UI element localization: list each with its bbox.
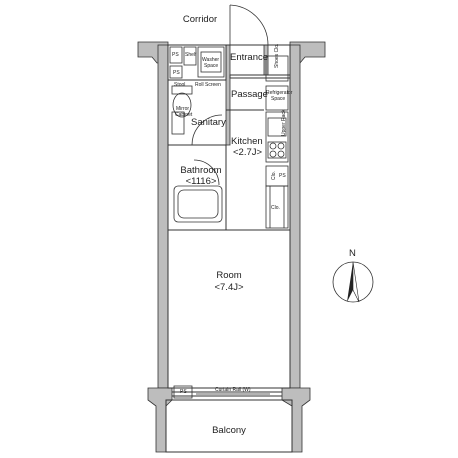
refrigerator-space-label-1: Refrigerator bbox=[266, 90, 293, 96]
stool-label: Stool bbox=[174, 82, 186, 88]
bathroom-size-label: <1116> bbox=[185, 176, 217, 187]
balcony-window bbox=[173, 385, 270, 399]
bathtub bbox=[173, 159, 223, 223]
washer-space-label-1: Washer bbox=[202, 57, 220, 63]
curtain-rail-label: Curtain Rail (W) bbox=[215, 387, 251, 393]
corridor-label: Corridor bbox=[182, 14, 218, 25]
entrance-label: Entrance bbox=[230, 52, 269, 63]
entrance-door bbox=[229, 4, 269, 46]
room-label: Room bbox=[216, 270, 242, 281]
kitchen-label: Kitchen bbox=[231, 136, 263, 147]
mirror-cabinet-label-1: Mirror bbox=[176, 106, 190, 112]
shoes-closet-label: Shoes Clo. bbox=[274, 43, 280, 68]
north-label: N bbox=[349, 248, 356, 259]
shelf-label: Shelf bbox=[185, 52, 197, 58]
upper-rack-label: Upper Rack bbox=[281, 109, 287, 136]
ps-bottom-label: PS bbox=[180, 389, 187, 395]
sanitary-label: Sanitary bbox=[191, 117, 226, 128]
room-size-label: <7.4J> bbox=[214, 282, 244, 293]
clo-small-label: Clo. bbox=[271, 171, 277, 180]
ps-top-label: PS bbox=[172, 52, 179, 58]
room-outlines bbox=[165, 44, 293, 453]
kitchen-size-label: <2.7J> bbox=[233, 147, 263, 158]
mirror-cabinet-label-2: Cabinet bbox=[175, 112, 193, 118]
washer-space-label-2: Space bbox=[204, 63, 219, 69]
kitchen-fixtures bbox=[265, 55, 289, 229]
clo-label: Clo. bbox=[271, 205, 280, 211]
bathroom-label: Bathroom bbox=[180, 165, 222, 176]
roll-screen-label: Roll Screen bbox=[195, 82, 221, 88]
passage-label: Passage bbox=[231, 89, 268, 100]
balcony-label: Balcony bbox=[212, 425, 246, 436]
refrigerator-space-label-2: Space bbox=[271, 96, 286, 102]
ps-right-label: PS bbox=[279, 173, 286, 179]
sanitary-fixtures bbox=[169, 46, 225, 146]
ps-left-label: PS bbox=[173, 70, 180, 76]
north-arrow-icon bbox=[332, 261, 374, 303]
